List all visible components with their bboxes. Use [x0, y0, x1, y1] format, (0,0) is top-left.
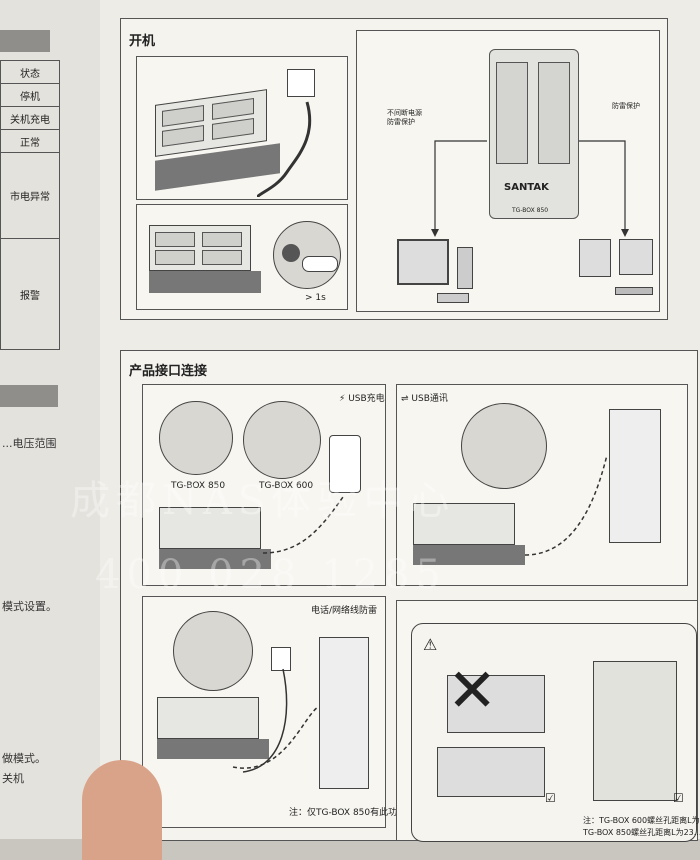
- power-plug-icon: [287, 69, 315, 97]
- usb-comm-title: ⇌ USB通讯: [401, 394, 448, 404]
- phone-icon: [329, 435, 361, 493]
- press-duration-label: > 1s: [305, 293, 326, 303]
- table-row: 市电异常: [0, 152, 60, 239]
- usb-cable: [262, 496, 344, 554]
- ups-device-front: [157, 739, 269, 759]
- ups-protection-label: 不间断电源 防雷保护: [387, 109, 422, 126]
- brand-logo: SANTAK: [504, 182, 549, 193]
- usb-icon: ⇌: [401, 394, 409, 404]
- power-cable: [257, 101, 312, 197]
- panel-plug-in: [136, 56, 348, 200]
- ups-device: [149, 225, 251, 271]
- left-page: 状态 停机 关机充电 正常 市电异常 报警 ...电压范围 模式设置。 做模式。…: [0, 0, 100, 839]
- computer-tower-icon: [319, 637, 369, 789]
- model-label-600: TG-BOX 600: [259, 481, 314, 491]
- ups-device: [157, 697, 259, 739]
- mount-note: 注：TG-BOX 600螺丝孔距离L为200: [583, 816, 700, 825]
- ups-device: [413, 503, 515, 545]
- mount-note: TG-BOX 850螺丝孔距离L为23...: [583, 828, 700, 837]
- detail-circle: [243, 401, 321, 479]
- panel-press-button: > 1s: [136, 204, 348, 310]
- keyboard-icon: [437, 293, 469, 303]
- table-row: 停机: [0, 83, 60, 107]
- model-label: TG-BOX 850: [512, 207, 549, 214]
- ups-device: [159, 507, 261, 549]
- surge-title: 电话/网络线防雷: [311, 606, 378, 616]
- status-table: 状态 停机 关机充电 正常 市电异常 报警: [0, 60, 60, 350]
- ups-wall-mount: [593, 661, 677, 801]
- thumb: [82, 760, 162, 860]
- ups-device-front: [413, 545, 525, 565]
- section-title-interfaces: 产品接口连接: [126, 360, 211, 379]
- section-title-power-on: 开机: [126, 30, 159, 49]
- left-header-bar: [0, 385, 58, 407]
- network-icon: [271, 647, 291, 671]
- cross-icon: ✕: [447, 656, 498, 726]
- detail-circle: [159, 401, 233, 475]
- finger-icon: [273, 221, 341, 289]
- computer-tower-icon: [457, 247, 473, 289]
- panel-surge: 电话/网络线防雷 注：仅TG-BOX 850有此功能: [142, 596, 406, 828]
- wiring-arrows: [431, 140, 629, 237]
- printer-icon: [579, 239, 611, 277]
- check-icon: ☑: [673, 791, 684, 805]
- monitor-icon: [397, 239, 449, 285]
- left-header-bar: [0, 30, 50, 52]
- network-cable: [232, 668, 319, 773]
- left-text: 做模式。: [2, 752, 46, 765]
- check-icon: ☑: [545, 791, 556, 805]
- outlet-strip: [538, 62, 570, 164]
- usb-cable: [524, 454, 608, 556]
- panel-mounting: ⚠ ✕ ☑ ☑ 注：TG-BOX 600螺丝孔距离L为200 TG-BOX 85…: [396, 600, 700, 842]
- fax-icon: [619, 239, 653, 275]
- scanner-icon: [615, 287, 653, 295]
- table-row: 正常: [0, 129, 60, 153]
- surge-protection-label: 防雷保护: [612, 102, 640, 110]
- detail-circle: [461, 403, 547, 489]
- left-text: ...电压范围: [2, 437, 57, 450]
- watermark-phone: 400 028 1285: [95, 552, 447, 598]
- model-label-850: TG-BOX 850: [171, 481, 226, 491]
- table-header: 状态: [0, 60, 60, 84]
- ups-flat-correct: [437, 747, 545, 797]
- table-row: 关机充电: [0, 106, 60, 130]
- watermark-text: 成都NAS体验中心: [70, 478, 456, 524]
- ups-device-front: [149, 271, 261, 293]
- panel-usb-charge: ⚡ USB充电 TG-BOX 850 TG-BOX 600: [142, 384, 386, 586]
- left-text: 模式设置。: [2, 600, 57, 613]
- computer-tower-icon: [609, 409, 661, 543]
- ups-vertical-wrong: [447, 675, 545, 733]
- usb-charge-title: ⚡ USB充电: [339, 394, 385, 404]
- panel-usb-comm: ⇌ USB通讯: [396, 384, 688, 586]
- warning-icon: ⚠: [423, 635, 438, 654]
- detail-circle: [173, 611, 253, 691]
- ups-topview: SANTAK TG-BOX 850: [489, 49, 579, 219]
- ups-device-front: [159, 549, 271, 569]
- panel-wiring: SANTAK TG-BOX 850 不间断电源 防雷保护 防雷保护: [356, 30, 660, 312]
- usb-icon: ⚡: [339, 394, 346, 404]
- outlet-strip: [496, 62, 528, 164]
- table-row: 报警: [0, 238, 60, 350]
- surge-note: 注：仅TG-BOX 850有此功能: [289, 808, 407, 818]
- left-text: 关机: [2, 772, 24, 785]
